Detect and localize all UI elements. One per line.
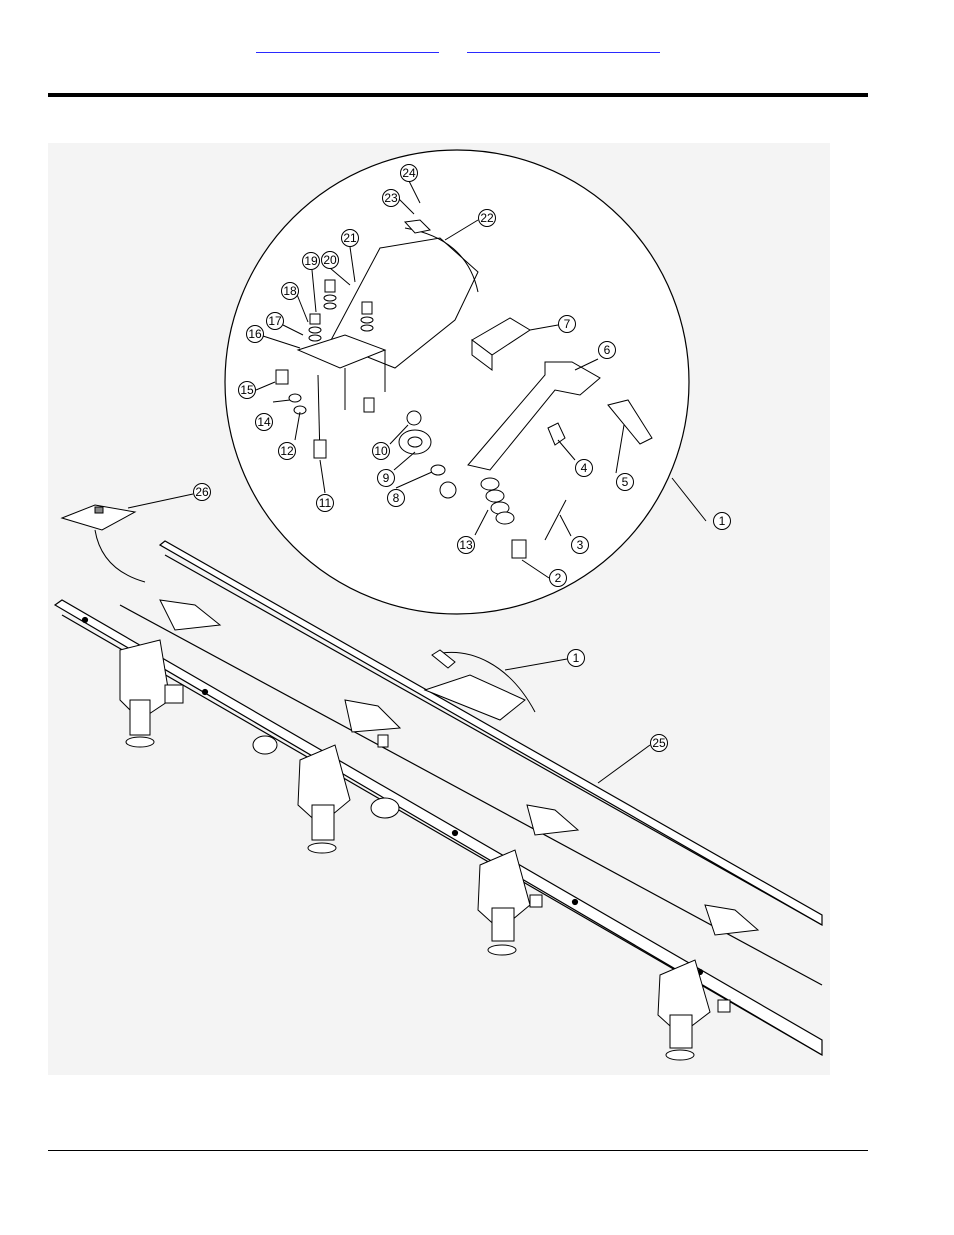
svg-text:5: 5 — [622, 475, 629, 489]
svg-text:25: 25 — [652, 736, 666, 750]
svg-text:12: 12 — [280, 444, 294, 458]
callout-3: 3 — [572, 537, 589, 554]
callout-12: 12 — [279, 443, 296, 460]
callout-6: 6 — [599, 342, 616, 359]
svg-text:1: 1 — [719, 514, 726, 528]
header-links — [255, 38, 675, 58]
callout-7: 7 — [559, 316, 576, 333]
row-unit-1 — [120, 600, 220, 747]
parts-diagram: 24 23 22 21 20 19 18 17 16 15 14 12 11 1… — [48, 143, 830, 1075]
svg-text:26: 26 — [195, 485, 209, 499]
svg-text:9: 9 — [383, 471, 390, 485]
svg-text:3: 3 — [577, 538, 584, 552]
callout-4: 4 — [576, 460, 593, 477]
parts-diagram-svg: 24 23 22 21 20 19 18 17 16 15 14 12 11 1… — [48, 143, 830, 1075]
svg-text:20: 20 — [323, 253, 337, 267]
svg-text:11: 11 — [319, 496, 332, 510]
svg-text:23: 23 — [384, 191, 398, 205]
svg-text:14: 14 — [257, 415, 271, 429]
svg-text:1: 1 — [573, 651, 580, 665]
callout-10: 10 — [373, 443, 390, 460]
svg-text:8: 8 — [393, 491, 400, 505]
callout-1-detail: 1 — [714, 513, 731, 530]
callout-24: 24 — [401, 165, 418, 182]
detail-circle — [225, 150, 689, 614]
svg-text:21: 21 — [343, 231, 357, 245]
callout-14: 14 — [256, 414, 273, 431]
callout-11: 11 — [317, 495, 334, 512]
svg-text:10: 10 — [374, 444, 388, 458]
svg-text:15: 15 — [240, 383, 254, 397]
footer-rule — [48, 1150, 868, 1151]
svg-text:6: 6 — [604, 343, 611, 357]
svg-text:18: 18 — [283, 284, 297, 298]
callout-22: 22 — [479, 210, 496, 227]
svg-text:13: 13 — [459, 538, 473, 552]
callout-2: 2 — [550, 570, 567, 587]
callout-1-frame: 1 — [568, 650, 585, 667]
svg-text:22: 22 — [480, 211, 494, 225]
svg-text:16: 16 — [248, 327, 262, 341]
callout-19: 19 — [303, 253, 320, 270]
callout-25: 25 — [651, 735, 668, 752]
callout-8: 8 — [388, 490, 405, 507]
svg-text:7: 7 — [564, 317, 571, 331]
svg-text:4: 4 — [581, 461, 588, 475]
callout-15: 15 — [239, 382, 256, 399]
callout-13: 13 — [458, 537, 475, 554]
svg-text:17: 17 — [268, 314, 282, 328]
callout-17: 17 — [267, 313, 284, 330]
header-link-2[interactable] — [467, 38, 660, 53]
shield-assembly-mounted — [425, 650, 535, 720]
svg-text:24: 24 — [402, 166, 416, 180]
svg-text:19: 19 — [304, 254, 318, 268]
header-link-1[interactable] — [256, 38, 439, 53]
part-26 — [62, 505, 145, 582]
header-rule — [48, 93, 868, 97]
callout-18: 18 — [282, 283, 299, 300]
callout-16: 16 — [247, 326, 264, 343]
callout-9: 9 — [378, 470, 395, 487]
callout-5: 5 — [617, 474, 634, 491]
callout-21: 21 — [342, 230, 359, 247]
callout-26: 26 — [194, 484, 211, 501]
callout-23: 23 — [383, 190, 400, 207]
svg-text:2: 2 — [555, 571, 562, 585]
callout-20: 20 — [322, 252, 339, 269]
